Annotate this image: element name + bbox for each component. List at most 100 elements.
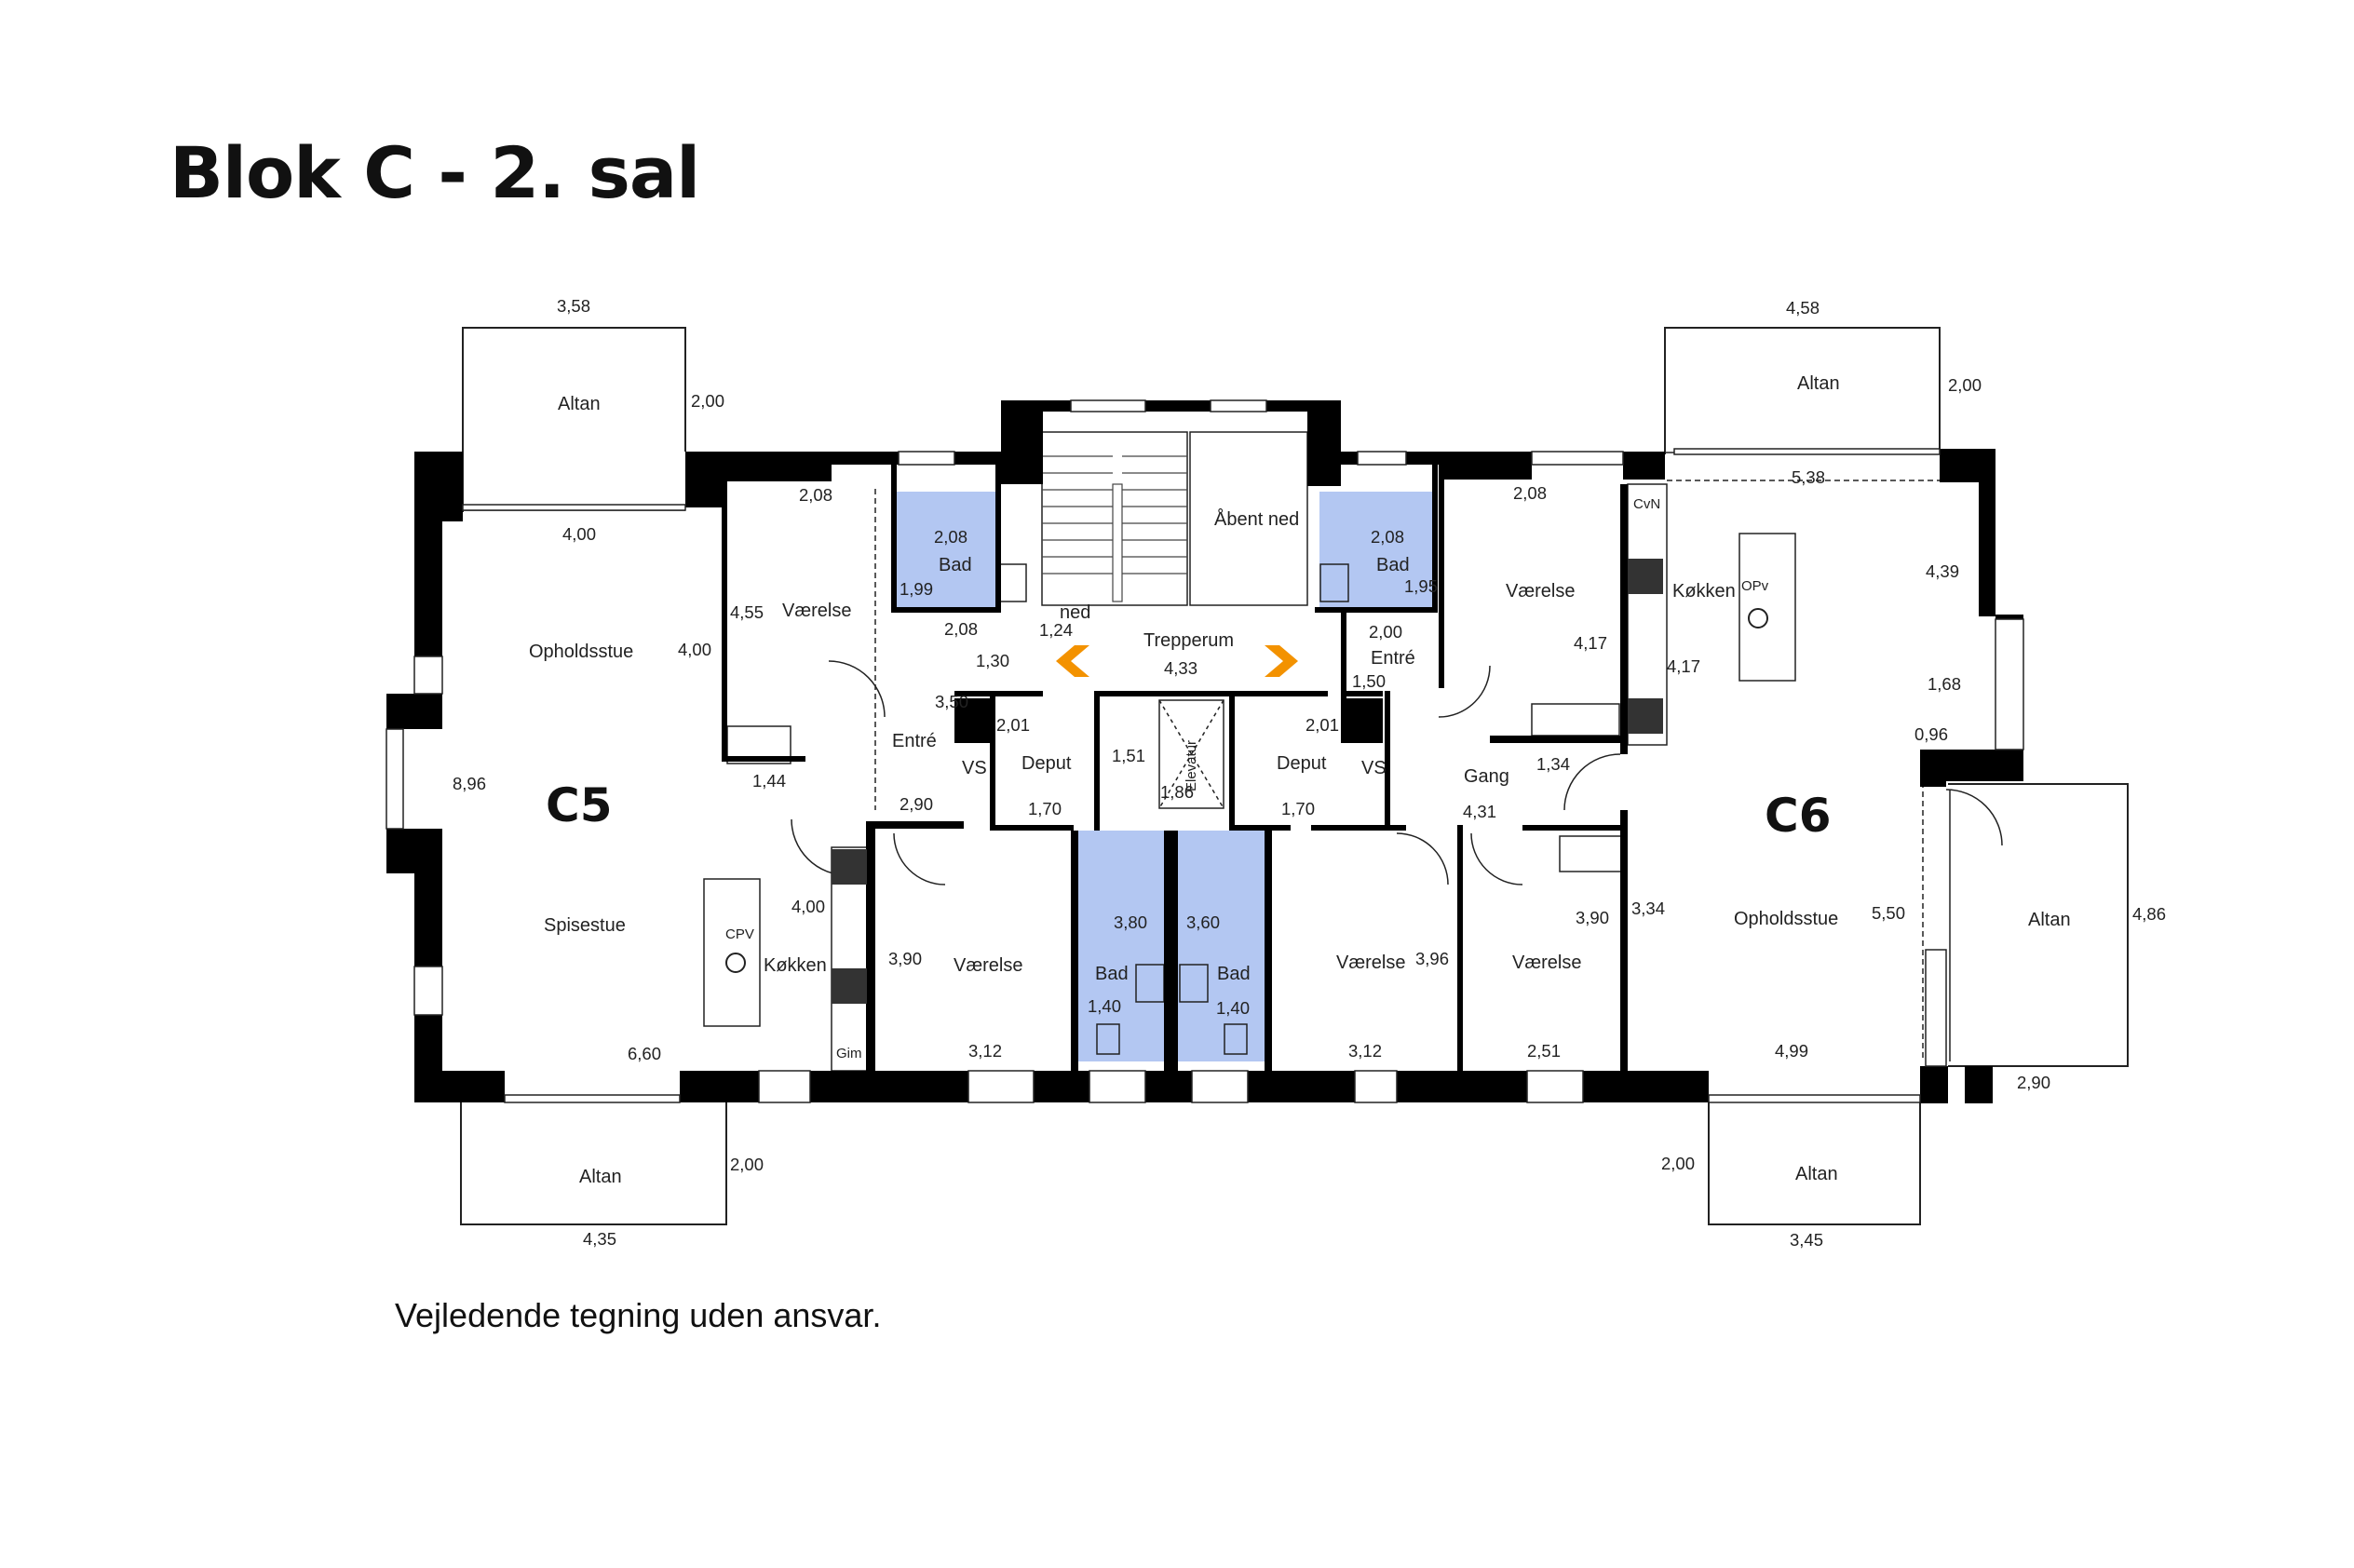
c6-door-swing-3 [1470, 832, 1523, 885]
gim-label: Gim [836, 1046, 862, 1061]
page-title: Blok C - 2. sal [169, 131, 700, 214]
dim-c6-room-bottom-side: 3,90 [1576, 908, 1609, 927]
stair-treads [1042, 455, 1187, 602]
c6-bad-bottom-fill [1178, 831, 1265, 1061]
c6-deput-label: Deput [1277, 753, 1327, 774]
dim-c5-kitchen: 4,00 [791, 897, 825, 916]
trepperum-label: Trepperum [1143, 630, 1234, 651]
dim-c5-bad-bottom-d: 1,40 [1088, 996, 1121, 1016]
c5-deput-label: Deput [1021, 753, 1072, 774]
dim-c6-altan-right-w: 2,90 [2017, 1073, 2050, 1092]
c6-altan-bottom-label: Altan [1795, 1164, 1838, 1184]
dim-c5-deput-w: 2,01 [996, 715, 1030, 735]
c6-vaerelse-top-label: Værelse [1506, 581, 1575, 602]
dim-c5-hall-144: 1,44 [752, 771, 786, 791]
dim-elev-151: 1,51 [1112, 746, 1145, 765]
c5-koekken-label: Køkken [764, 955, 827, 976]
c5-altan-top-label: Altan [558, 394, 601, 414]
c5-altan-bottom-outline [460, 1102, 727, 1225]
dim-c6-bad-top-w: 2,08 [1371, 527, 1404, 547]
dim-c5-bad-top-bottom: 2,08 [944, 619, 978, 639]
c5-vs-label: VS [962, 758, 987, 778]
dim-c6-altan-top-w: 4,58 [1786, 298, 1820, 318]
dim-c5-hall-130: 1,30 [976, 651, 1009, 670]
c5-bad-bottom-fill [1077, 831, 1164, 1061]
fixture-labels: CPV Gim CvN OPv [725, 496, 1769, 1061]
c5-bad-top-label: Bad [939, 555, 972, 575]
dim-c6-room-mid-side: 3,96 [1415, 949, 1449, 968]
c5-island [703, 878, 761, 1027]
unit-label-c6: C6 [1765, 789, 1831, 843]
c6-vaerelse-bottom-label: Værelse [1512, 953, 1581, 973]
c6-bad-sink [1319, 563, 1349, 602]
c5-door-swing-3 [893, 832, 946, 885]
dim-c6-bad-bottom-d: 1,40 [1216, 998, 1250, 1018]
dim-c6-096: 0,96 [1914, 724, 1948, 744]
dim-c6-deput-w: 2,01 [1306, 715, 1339, 735]
dim-stair-124: 1,24 [1039, 620, 1073, 640]
c5-bad-bottom-label: Bad [1095, 964, 1129, 984]
c6-koekken-label: Køkken [1672, 581, 1736, 602]
dim-c5-room-bottom-w: 3,12 [968, 1041, 1002, 1061]
c6-vaerelse-mid-label: Værelse [1336, 953, 1405, 973]
c5-door-swing-1 [828, 660, 886, 718]
dim-c6-550: 5,50 [1872, 903, 1905, 923]
dim-c6-altan-bottom-w: 3,45 [1790, 1230, 1823, 1250]
c6-bad-bottom-label: Bad [1217, 964, 1251, 984]
dim-c5-altan-top-d: 2,00 [691, 391, 724, 411]
c5-hob-icon [832, 968, 867, 1004]
arrow-right-icon [1265, 645, 1298, 677]
dim-c5-altan-top-w: 3,58 [557, 296, 590, 316]
c6-opholdsstue-label: Opholdsstue [1734, 909, 1838, 929]
dim-c6-334: 3,34 [1631, 899, 1665, 918]
arrow-left-icon [1056, 645, 1089, 677]
dim-c5-height: 8,96 [453, 774, 486, 793]
dim-c5-bad-top-d: 1,99 [900, 579, 933, 599]
room-labels: Altan Opholdsstue Spisestue Køkken Værel… [529, 373, 2071, 1187]
c5-bad-bottom-toilet [1096, 1023, 1120, 1055]
aabent-ned-outline [1189, 431, 1308, 606]
opv-c6-label: OPv [1741, 578, 1769, 594]
dim-c5-living-top: 4,00 [562, 524, 596, 544]
dim-c5-altan-bottom-d: 2,00 [730, 1155, 764, 1174]
c6-altan-top-label: Altan [1797, 373, 1840, 394]
dim-c6-side-439: 4,39 [1926, 561, 1959, 581]
dim-c5-room-bottom-side: 3,90 [888, 949, 922, 968]
dim-c5-dining-bottom: 6,60 [628, 1044, 661, 1063]
dim-c5-room-side: 4,55 [730, 602, 764, 622]
c6-stove-icon [1628, 698, 1663, 734]
walls [386, 400, 2023, 1103]
dim-c5-deput-d: 1,70 [1028, 799, 1062, 818]
stair-shaft [1041, 431, 1188, 606]
c6-hob-icon [1628, 559, 1663, 594]
dim-c6-top-538: 5,38 [1792, 467, 1825, 487]
c6-bad-top-fill [1319, 492, 1433, 613]
c5-bad-top-fill [897, 492, 1001, 613]
dim-c6-bad-top-d: 1,95 [1404, 576, 1438, 596]
dim-c6-altan-right-d: 4,86 [2132, 904, 2166, 924]
c5-vaerelse-top-label: Værelse [782, 601, 851, 621]
c5-bad-sink [997, 563, 1027, 602]
dim-c5-bad-top-w: 2,08 [934, 527, 967, 547]
dim-c6-168: 1,68 [1928, 674, 1961, 694]
c5-sink-icon [725, 953, 746, 973]
disclaimer: Vejledende tegning uden ansvar. [395, 1296, 882, 1334]
bathroom-fills [897, 492, 1433, 1061]
dim-c6-gang-134: 1,34 [1536, 754, 1570, 774]
dim-c6-deput-d: 1,70 [1281, 799, 1315, 818]
appliances [725, 559, 1768, 1004]
thin-lines [703, 431, 2003, 1072]
dim-c6-altan-top-d: 2,00 [1948, 375, 1982, 395]
dim-c5-bad-bottom-w: 3,80 [1114, 912, 1147, 932]
c6-altan-right-label: Altan [2028, 910, 2071, 930]
dim-c6-room-bottom-w: 2,51 [1527, 1041, 1561, 1061]
cpv-c5-label: CPV [725, 926, 754, 942]
dim-c6-hall-150: 1,50 [1352, 671, 1386, 691]
dim-c5-room-top: 2,08 [799, 485, 832, 505]
c5-entre-label: Entré [892, 731, 937, 751]
c6-vs-label: VS [1361, 758, 1387, 778]
elevator-cross-2 [1158, 699, 1224, 809]
c5-opholdsstue-label: Opholdsstue [529, 642, 633, 662]
c6-bad-bottom-sink [1179, 964, 1209, 1003]
